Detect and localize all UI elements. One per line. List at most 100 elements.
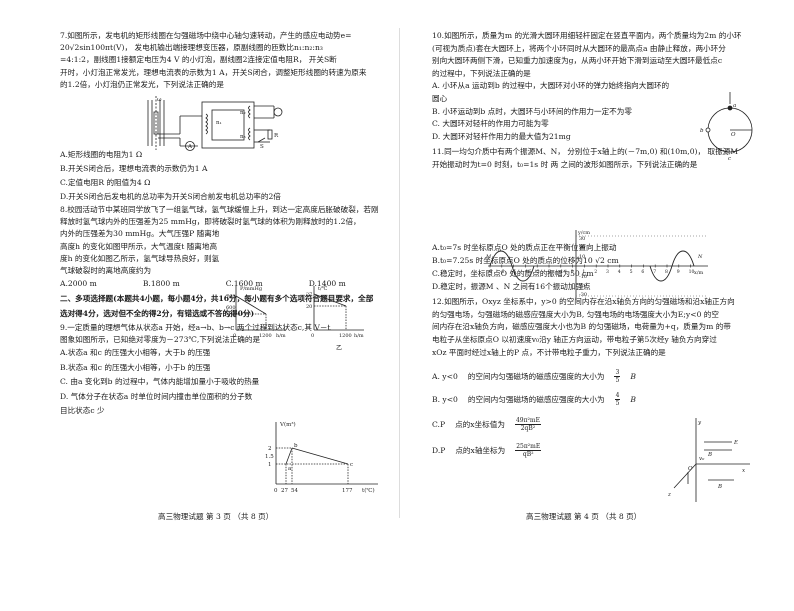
denominator: 5 [615,400,620,408]
tick-27: 27 [281,488,288,494]
wave-x-tick-label: -1 [559,269,564,275]
fraction: 3 5 [614,369,621,385]
section-line: 选对得4分，选对但不全的得2分，有错选或不答的得0分) [60,308,255,318]
tick-54: 54 [291,488,298,494]
wave-x-axis-label: x/m [694,270,704,276]
question-11: 11.同一均匀介质中有两个振源M、N， 分别位于x轴上的(－7m,0) 和(10… [432,146,748,170]
pressure-height-chart: P/mmHg 760 600 500 0 1200 h/m 甲 [226,284,288,340]
page-4-footer: 高三物理试题 第 4 页 （共 8 页） [526,512,642,521]
q10-option-c: C. 大圆环对轻杆的作用力可能为零 [432,119,549,129]
q10-option-a: A. 小环从a 运动到b 的过程中，大圆环对小环的弹力始终指向大圆环的 [432,81,670,91]
q12-line: 间内存在沿x轴负方向，磁感应强度大小也为B 的匀强磁场，电荷量为+q，质量为m … [432,322,731,332]
wave-x-tick-label: 7 [653,269,656,275]
q10-option-d: D. 大圆环对轻杆作用力的最大值为21mg [432,131,571,141]
n3-label: n₃ [240,134,246,140]
option-text: 点的x坐标值为 [455,419,505,429]
wave-x-tick-label: 4 [618,269,621,275]
wave-x-tick-label: -7 [488,269,493,275]
q11-options: A.t₀=7s 时坐标原点O 处的质点正在平衡位置向上振动 B.t₀=7.25s… [432,241,748,293]
wave-x-tick-label: -4 [523,269,528,275]
question-10: 10.如图所示，质量为m 的光滑大圆环用细轻杆固定在竖直平面内，两个质量均为2m… [432,30,748,143]
tick-20: 20 [306,304,312,310]
q8-line: 高度h 的变化如图甲所示，大气温度t 随离地高 [60,241,218,251]
q9-option-d-cont: 目比状态c 少 [60,406,105,416]
q11-option-b: B.t₀=7.25s 时坐标原点O 处的质点的位移为10 √2 cm [432,255,619,265]
q8-line: 内外的压强差为30 mmHg。大气压强P 随离地 [60,229,220,239]
wave-x-tick-label: 1 [582,269,585,275]
q8-option-c: C.1600 m [225,279,263,289]
v0-label: v₀ [699,456,705,462]
temperature-axis-label: t(℃) [362,487,375,494]
tick-1.5: 1.5 [265,454,274,460]
q7-line: =4:1:2，副线圈1接额定电压为4 V 的小灯泡，副线圈2连接定值电阻R， 开… [60,55,337,65]
wave-x-tick-label: 8 [665,269,668,275]
numerator: 25π²mE [515,443,542,452]
q7-line: 20√2sin100πt(V)， 发电机输出端接理想变压器，原副线圈的匝数比n₁… [60,43,323,53]
option-label: B. y<0 [432,394,458,404]
tick-27: 27 [306,292,312,298]
q7-option-d: D.开关S闭合后发电机的总功率为开关S闭合前发电机总功率的2倍 [60,192,281,202]
q9-line: 9.一定质量的理想气体从状态a 开始，经a→b、b→c 两个过程到达状态c,其 … [60,322,331,332]
q8-line: 度h 的变化如图乙所示，氢气球导热良好，则氢 [60,253,220,263]
wave-x-tick-label: 9 [677,269,680,275]
b-field-lower-label: B [717,484,722,490]
q11-option-c: C.稳定时，坐标原点O 处的质点的振幅为50 cm [432,268,594,278]
q10-line: (可视为质点)套在大圆环上，将两个小环同时从大圆环的最高点a 由静止释放，两小环… [432,43,726,53]
fraction: 4 5 [614,392,621,408]
ammeter-label: A [187,144,193,150]
q9-option-d: D. 气体分子在状态a 时单位时间内撞击单位面积的分子数 [60,391,253,401]
wave-x-tick-label: 3 [606,269,609,275]
y-axis-label: y [697,420,702,426]
n1-label: n₁ [216,120,222,126]
temperature-axis-label: t/℃ [318,286,328,292]
q10-line: 10.如图所示，质量为m 的光滑大圆环用细轻杆固定在竖直平面内，两个质量均为2m… [432,31,742,40]
ring-point-c: c [728,156,731,162]
section-heading: 二、多项选择题(本题共4小题，每小题4分，共16分，每小题有多个选项符合题目要求… [60,293,382,319]
q7-line: 的1.2倍，小灯泡仍正常发光，下列说法正确的是 [60,79,224,89]
ring-point-a: a [733,103,736,109]
resistor-label: R [274,133,279,139]
q12-line: 的匀强电场，匀强磁场的磁感应强度大小为B, 匀强电场的电场强度大小为E;y<0 … [432,309,719,319]
tick-177: 177 [342,488,353,494]
q10-option-a-cont: 圆心 [432,93,448,103]
q8-option-b: B.1800 m [142,279,180,289]
wave-figure: y/cm 30 20 10 -10 -20 -30 M N x/m -7-6-5… [486,228,712,302]
question-8: 8.校园活动节中某班同学放飞了一组氢气球，氢气球缓慢上升，到达一定高度后胀破破裂… [60,204,382,277]
tick-0: 0 [274,488,278,494]
tick-0: 0 [311,333,314,339]
q7-option-c: C.定值电阻R 的阻值为4 Ω [60,178,151,188]
height-axis-label: h/m [354,333,364,339]
q10-option-b: B. 小环运动到b 点时，大圆环与小环间的作用力一定不为零 [432,106,632,116]
tick-2: 2 [268,446,272,452]
wave-tick-neg20: -20 [579,283,587,289]
q12-options: A. y<0 的空间内匀强磁场的磁感应强度的大小为 3 5 B B. y<0 的… [432,366,748,464]
tick-1200: 1200 [339,333,352,339]
transformer-figure: ω n₁ n₂ n₃ A R S [140,94,296,152]
denominator: 5 [615,377,620,385]
height-axis-label: h/m [276,333,286,339]
q7-line: 开时，小灯泡正常发光，理想电流表的示数为1 A，开关S闭合，调整矩形线圈的转速为… [60,67,367,77]
volume-axis-label: V(m³) [279,421,296,428]
option-text: 点的x轴坐标为 [455,445,506,455]
q7-line: 7.如图所示，发电机的矩形线圈在匀强磁场中绕中心轴匀速转动，产生的感应电动势e= [60,31,352,40]
option-text: 的空间内匀强磁场的磁感应强度的大小为 [467,394,605,404]
q12-line: 电粒子从坐标原点O 以初速度v₀沿y 轴正方向运动，带电粒子第5次经y 轴负方向… [432,335,717,345]
point-c: c [350,462,353,468]
wave-x-tick-label: 6 [641,269,644,275]
tick-760: 760 [226,294,236,300]
q9-options: A.状态a 和c 的压强大小相等，大于b 的压强 B.状态a 和c 的压强大小相… [60,346,382,419]
q12-line: xOz 平面时经过x轴上的P 点，不计带电粒子重力，下列说法正确的是 [432,347,666,357]
fraction: 49π²mE 2qB² [514,417,541,432]
wave-source-m: M [486,254,492,260]
denominator: qB² [522,451,534,459]
point-b: b [294,443,298,449]
x-axis-label: x [742,468,746,474]
wave-tick-neg10: -10 [579,274,587,280]
fraction: 25π²mE qB² [515,443,542,459]
wave-y-axis-label: y/cm [577,230,590,236]
e-field-label: E [733,440,738,446]
tick-0: 0 [233,333,236,339]
tick-1: 1 [268,462,272,468]
wave-tick-neg30: -30 [579,292,587,298]
numerator: 3 [614,369,621,378]
